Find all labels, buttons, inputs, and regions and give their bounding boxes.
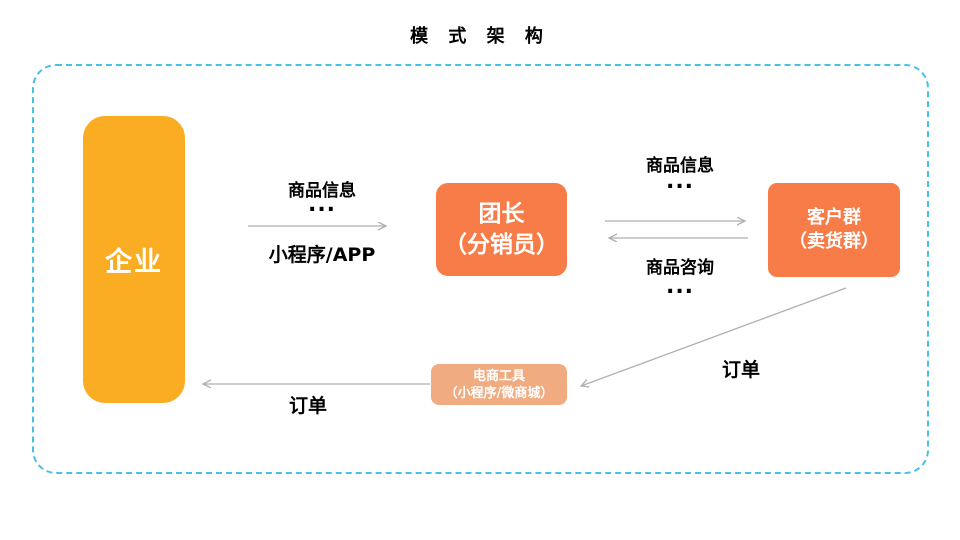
node-tool-line2: （小程序/微商城） (444, 385, 554, 401)
dots-right-bottom: ... (665, 274, 695, 299)
node-customers-line2: （卖货群） (789, 231, 879, 252)
label-order-diagonal: 订单 (721, 359, 761, 381)
node-enterprise: 企业 (83, 116, 185, 403)
node-enterprise-label: 企业 (105, 247, 163, 278)
node-leader-line2: （分销员） (444, 231, 559, 258)
node-customers-line1: 客户群 (807, 207, 861, 228)
node-leader-line1: 团长 (478, 200, 525, 227)
node-customers: 客户群 （卖货群） (768, 183, 900, 277)
label-goods-consult: 商品咨询 (646, 258, 714, 278)
node-tool-line1: 电商工具 (472, 368, 525, 384)
dashed-frame (32, 64, 929, 474)
dots-right-top: ... (665, 169, 695, 194)
label-goods-info-left: 商品信息 (288, 181, 356, 201)
diagram-title: 模 式 架 构 (410, 26, 550, 47)
label-order-bottom: 订单 (288, 395, 328, 417)
label-miniprogram-app: 小程序/APP (268, 244, 376, 266)
node-leader: 团长 （分销员） (436, 183, 567, 276)
label-goods-info-right: 商品信息 (646, 156, 714, 176)
dots-left: ... (307, 192, 337, 217)
node-tool: 电商工具 （小程序/微商城） (431, 364, 567, 405)
